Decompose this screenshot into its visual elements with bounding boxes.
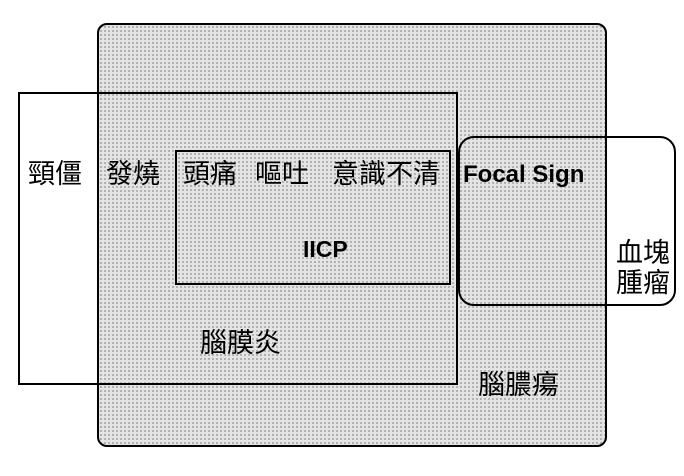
focal-sign-region bbox=[458, 136, 676, 306]
meningitis-label: 腦膜炎 bbox=[200, 328, 281, 359]
iicp-label: IICP bbox=[303, 236, 348, 262]
iicp-region bbox=[175, 150, 451, 285]
headache-label: 頭痛 bbox=[183, 159, 237, 190]
vomiting-label: 嘔吐 bbox=[255, 159, 309, 190]
consciousness-label: 意識不清 bbox=[332, 159, 440, 190]
fever-label: 發燒 bbox=[106, 159, 160, 190]
hematoma-label: 血塊 bbox=[616, 238, 670, 269]
meningitis-region bbox=[18, 92, 458, 385]
focal-sign-label: Focal Sign bbox=[463, 161, 585, 188]
tumor-label: 腫瘤 bbox=[616, 268, 670, 299]
brain-abscess-label: 腦膿瘍 bbox=[478, 370, 559, 401]
stiff-neck-label: 頸僵 bbox=[28, 159, 82, 190]
